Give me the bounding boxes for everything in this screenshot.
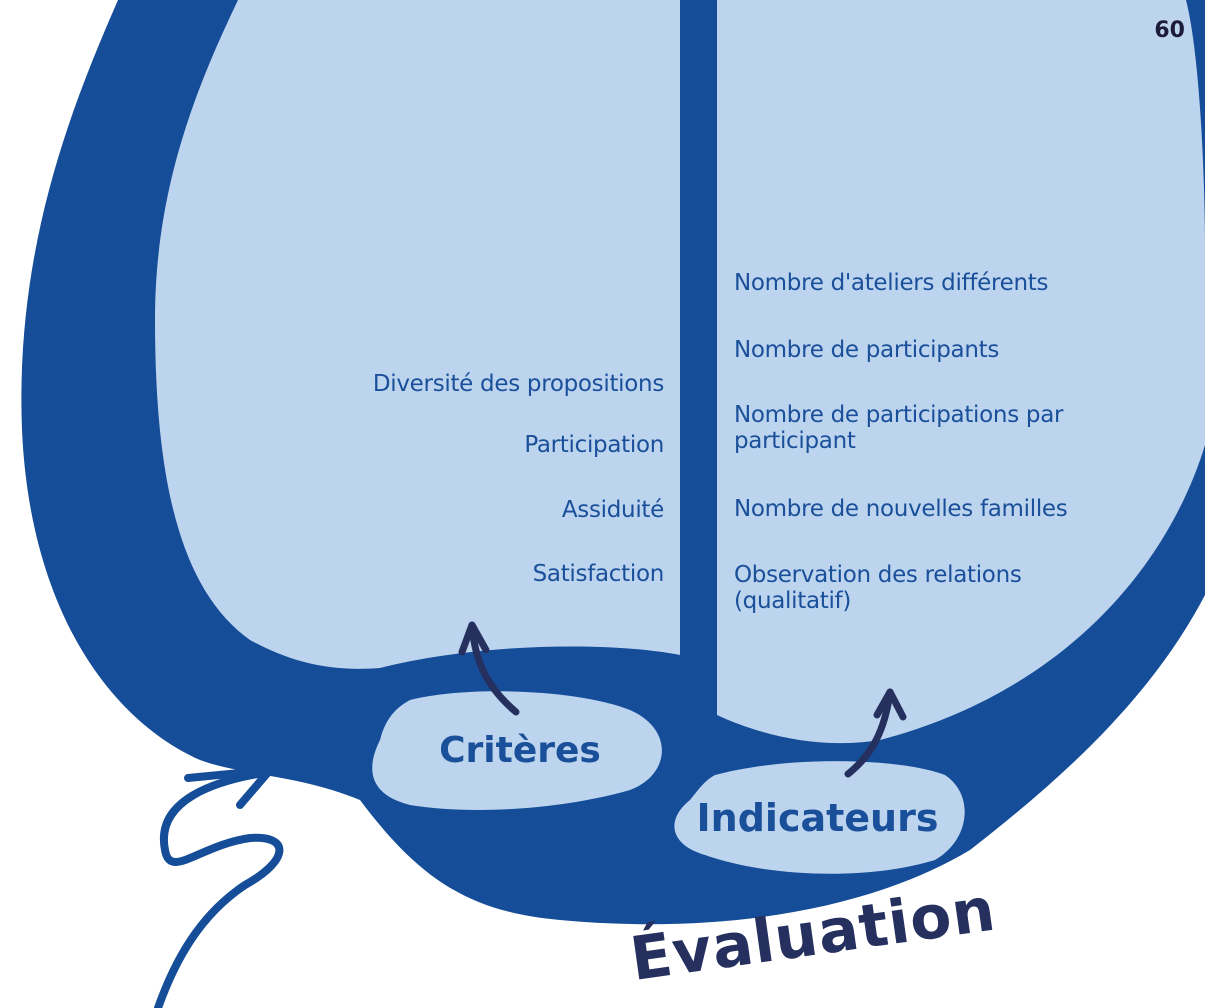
criterion-item: Satisfaction <box>532 561 665 587</box>
indicators-label: Indicateurs <box>696 796 939 840</box>
indicators-bubble <box>674 761 965 874</box>
criterion-item: Assiduité <box>561 497 664 523</box>
indicator-item: Nombre d'ateliers différents <box>734 270 1049 296</box>
criteria-arrow <box>458 621 520 716</box>
indicator-item: Nombre de nouvelles familles <box>734 496 1068 522</box>
indicator-item: Nombre de participations par participant <box>734 402 1064 454</box>
indicator-item: Nombre de participants <box>734 337 1000 363</box>
criteria-bubble <box>372 691 662 810</box>
loop-arrow <box>154 766 284 1008</box>
indicators-panel <box>717 0 1205 744</box>
criteria-label: Critères <box>439 730 601 771</box>
criteria-panel <box>155 0 680 669</box>
page-number: 60 <box>1154 18 1185 43</box>
criterion-item: Diversité des propositions <box>372 371 664 397</box>
criterion-item: Participation <box>524 432 664 458</box>
indicator-item: Observation des relations (qualitatif) <box>734 562 1022 614</box>
indicators-arrow <box>844 688 907 778</box>
